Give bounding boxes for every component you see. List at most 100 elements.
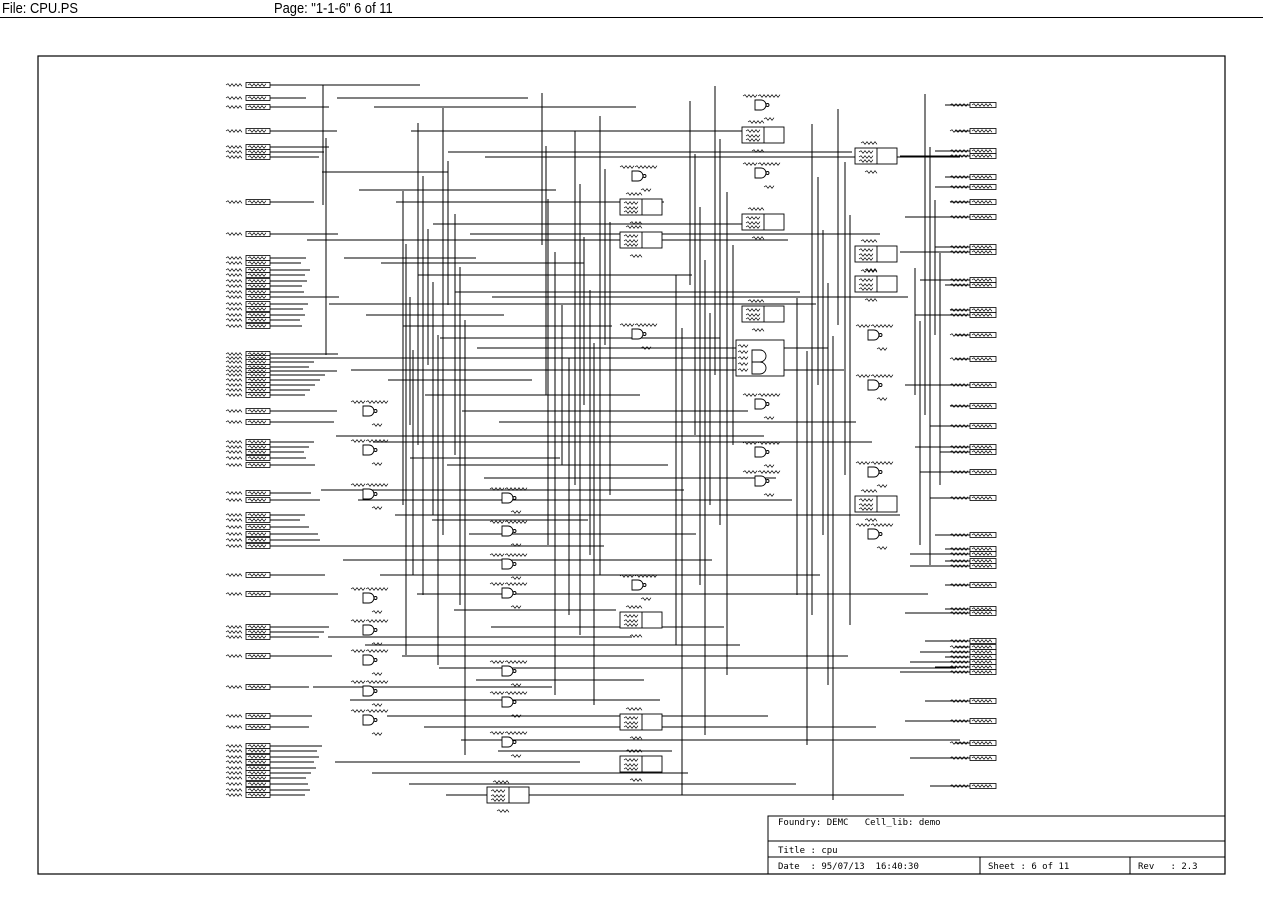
net-label-scribble	[971, 283, 993, 287]
net-label-scribble	[247, 295, 267, 299]
input-port	[245, 759, 271, 765]
input-port	[245, 792, 271, 798]
net-label-scribble	[858, 253, 874, 257]
net-label-scribble	[949, 278, 969, 282]
net-label-scribble	[949, 496, 969, 500]
net-label-scribble	[949, 655, 969, 659]
net-label-scribble	[225, 463, 243, 467]
net-label-scribble	[971, 650, 993, 654]
net-label-scribble	[745, 216, 761, 220]
net-label-scribble	[225, 150, 243, 154]
net-label-scribble	[247, 378, 267, 382]
net-label-scribble	[971, 450, 993, 454]
net-label-scribble	[629, 736, 643, 740]
net-label-scribble	[949, 564, 969, 568]
net-label-scribble	[225, 295, 243, 299]
net-label-scribble	[247, 525, 267, 529]
title-sheet: Sheet : 6 of 11	[988, 862, 1070, 872]
input-port	[245, 455, 271, 461]
net-label-scribble	[247, 788, 267, 792]
net-label-scribble	[949, 583, 969, 587]
net-label-scribble	[737, 344, 749, 348]
net-label-scribble	[225, 450, 243, 454]
net-label-scribble	[247, 498, 267, 502]
flipflop-cell	[854, 245, 898, 263]
net-label-scribble	[949, 665, 969, 669]
net-label-scribble	[225, 409, 243, 413]
net-label-scribble	[870, 523, 894, 527]
input-port	[245, 517, 271, 523]
net-label-scribble	[225, 256, 243, 260]
net-label-scribble	[225, 279, 243, 283]
net-label-scribble	[745, 129, 761, 133]
net-label-scribble	[225, 491, 243, 495]
nand-gate	[867, 379, 883, 391]
input-port	[245, 323, 271, 329]
net-label-scribble	[949, 756, 969, 760]
net-label-scribble	[860, 269, 878, 273]
nand-gate	[754, 475, 770, 487]
nand-gate	[631, 170, 647, 182]
nand-gate	[501, 587, 517, 599]
input-port	[245, 272, 271, 278]
net-label-scribble	[247, 592, 267, 596]
net-label-scribble	[225, 440, 243, 444]
input-port	[245, 543, 271, 549]
net-label-scribble	[640, 346, 652, 350]
net-label-scribble	[949, 611, 969, 615]
net-label-scribble	[949, 245, 969, 249]
net-label-scribble	[763, 117, 775, 121]
input-port	[245, 490, 271, 496]
net-label-scribble	[247, 318, 267, 322]
net-label-scribble	[365, 587, 389, 591]
net-label-scribble	[949, 313, 969, 317]
net-label-scribble	[490, 798, 506, 802]
net-label-scribble	[949, 149, 969, 153]
nand-gate	[501, 558, 517, 570]
input-port	[245, 449, 271, 455]
net-label-scribble	[371, 703, 383, 707]
input-port	[245, 724, 271, 730]
net-label-scribble	[742, 94, 758, 98]
title-block	[767, 815, 1226, 875]
net-label-scribble	[247, 755, 267, 759]
net-label-scribble	[371, 642, 383, 646]
net-label-scribble	[949, 333, 969, 337]
net-label-scribble	[490, 794, 506, 798]
net-label-scribble	[876, 397, 888, 401]
net-label-scribble	[757, 441, 781, 445]
net-label-scribble	[971, 383, 993, 387]
net-label-scribble	[225, 513, 243, 517]
nand-gate	[867, 466, 883, 478]
net-label-scribble	[619, 574, 635, 578]
net-label-scribble	[949, 404, 969, 408]
net-label-scribble	[225, 573, 243, 577]
net-label-scribble	[971, 547, 993, 551]
net-label-scribble	[247, 538, 267, 542]
net-label-scribble	[745, 313, 761, 317]
net-label-scribble	[247, 360, 267, 364]
net-label-scribble	[247, 463, 267, 467]
net-label-scribble	[225, 145, 243, 149]
net-label-scribble	[504, 553, 528, 557]
net-label-scribble	[247, 782, 267, 786]
input-port	[245, 82, 271, 88]
input-port	[245, 591, 271, 597]
net-label-scribble	[247, 313, 267, 317]
net-label-scribble	[489, 660, 505, 664]
print-header: File: CPU.PS Page: "1-1-6" 6 of 11	[0, 0, 1263, 18]
net-label-scribble	[949, 650, 969, 654]
net-label-scribble	[247, 760, 267, 764]
net-label-scribble	[365, 439, 389, 443]
nand-gate	[754, 167, 770, 179]
nand-gate	[501, 665, 517, 677]
net-label-scribble	[247, 440, 267, 444]
net-label-scribble	[949, 215, 969, 219]
net-label-scribble	[949, 103, 969, 107]
net-label-scribble	[623, 243, 639, 247]
net-label-scribble	[949, 645, 969, 649]
net-label-scribble	[623, 210, 639, 214]
input-port	[245, 497, 271, 503]
net-label-scribble	[623, 758, 639, 762]
net-label-scribble	[971, 278, 993, 282]
